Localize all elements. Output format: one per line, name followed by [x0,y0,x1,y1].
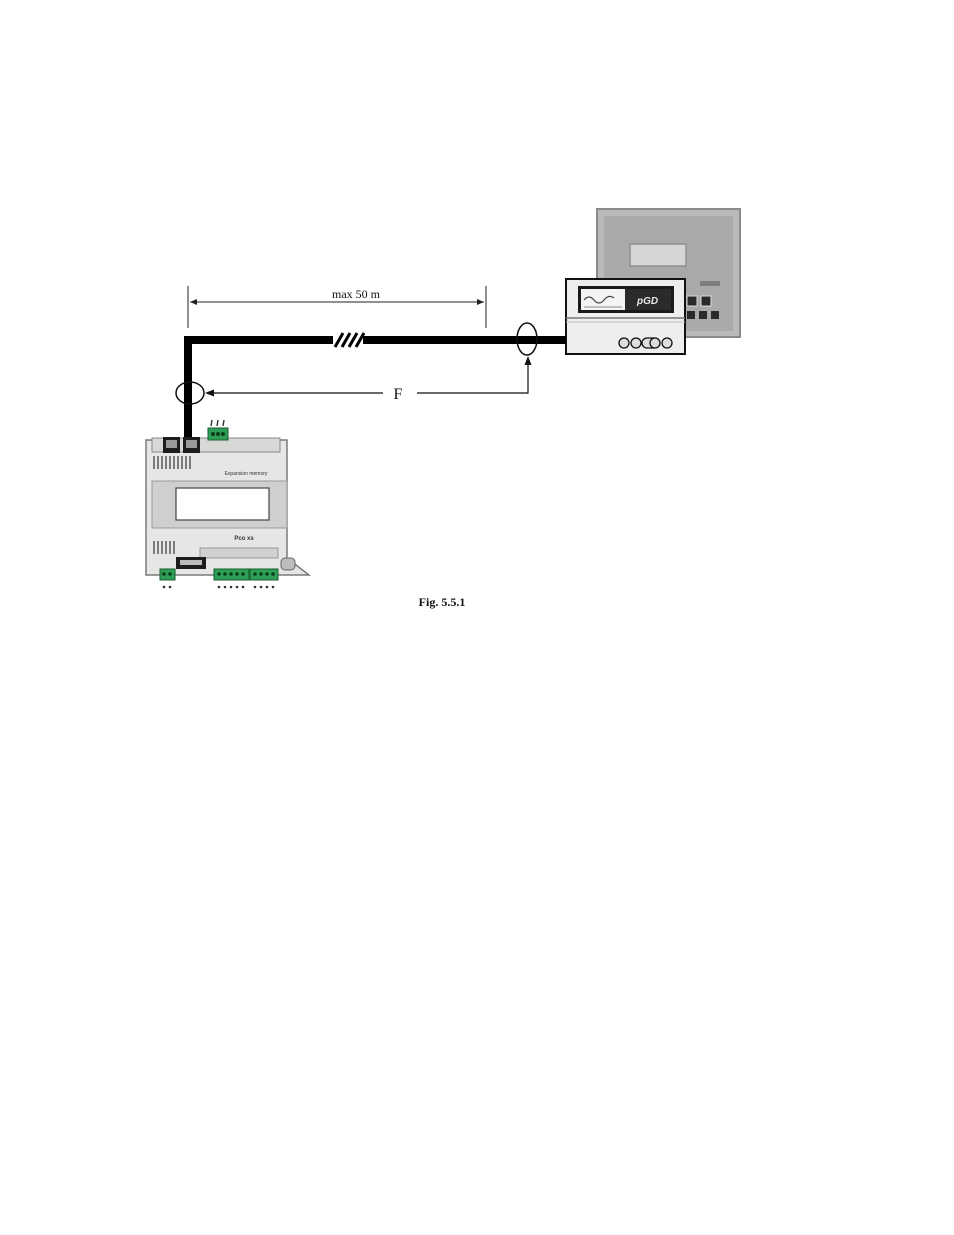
terminal-keys [619,338,672,348]
figure-caption: Fig. 5.5.1 [419,595,466,609]
arrow-icon [525,356,532,365]
terminal-block-bottom-1 [160,569,175,580]
dimension-line: max 50 m [188,286,486,328]
distance-label: max 50 m [332,287,381,301]
terminal-logo: pGD [636,296,658,307]
arrow-icon [205,390,214,397]
controller-front-label: Pco xs [234,536,254,542]
cable-break-icon [333,333,364,347]
ferrite-label: F [394,386,403,403]
ferrite-leader: F [205,356,532,403]
controller-top-label: Expansion memory [225,471,268,477]
pgd-terminal: pGD [566,279,685,354]
panel-brand-icon [700,281,720,286]
controller: Expansion memory Pco xs [146,420,309,588]
